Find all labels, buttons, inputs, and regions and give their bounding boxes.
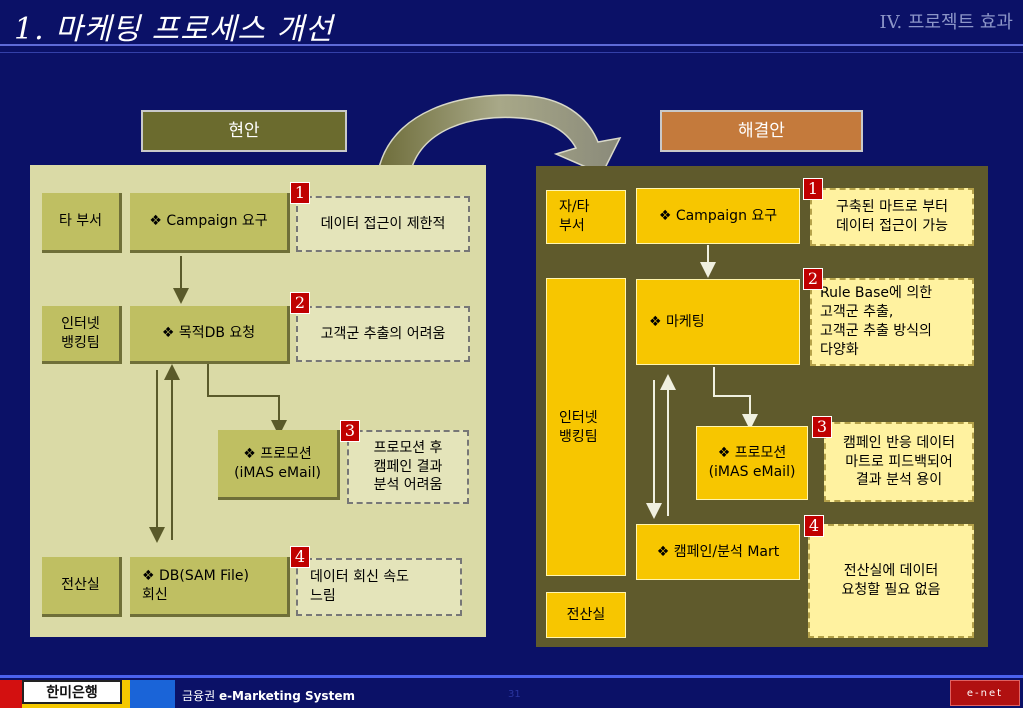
page-number: 31 bbox=[508, 689, 521, 700]
result-rule-based-extraction: Rule Base에 의한 고객군 추출, 고객군 추출 방식의 다양화 bbox=[810, 278, 974, 366]
result-number-badge: 2 bbox=[803, 268, 823, 290]
dept-all: 자/타 부서 bbox=[546, 190, 626, 244]
dept-it: 전산실 bbox=[546, 592, 626, 638]
solution-heading: 해결안 bbox=[660, 110, 863, 152]
task-marketing: ❖ 마케팅 bbox=[636, 279, 800, 365]
issue-number-badge: 1 bbox=[290, 182, 310, 204]
issue-segment-extraction: 고객군 추출의 어려움 bbox=[296, 306, 470, 362]
issue-number-badge: 4 bbox=[290, 546, 310, 568]
task-campaign-request: ❖ Campaign 요구 bbox=[130, 193, 290, 253]
issue-reply-speed: 데이터 회신 속도 느림 bbox=[296, 558, 462, 616]
task-db-reply: ❖ DB(SAM File) 회신 bbox=[130, 557, 290, 617]
bank-logo-text: 한미은행 bbox=[22, 680, 122, 704]
bank-logo: 한미은행 bbox=[0, 678, 175, 708]
footer-label-prefix: 금융권 bbox=[182, 689, 219, 703]
issue-data-access: 데이터 접근이 제한적 bbox=[296, 196, 470, 252]
issue-campaign-analysis: 프로모션 후 캠페인 결과 분석 어려움 bbox=[347, 430, 469, 504]
result-number-badge: 3 bbox=[812, 416, 832, 438]
header-divider-thin bbox=[0, 52, 1023, 53]
result-feedback-analysis: 캠페인 반응 데이터 마트로 피드백되어 결과 분석 용이 bbox=[824, 422, 974, 502]
footer-label-bold: e-Marketing System bbox=[218, 689, 355, 703]
section-label: IV. 프로젝트 효과 bbox=[879, 12, 1014, 33]
footer-system-label: 금융권 e-Marketing System bbox=[182, 687, 355, 704]
transition-arrow-icon bbox=[377, 94, 622, 175]
dept-other: 타 부서 bbox=[42, 193, 122, 253]
dept-internet-banking: 인터넷 뱅킹팀 bbox=[42, 306, 122, 364]
task-target-db-request: ❖ 목적DB 요청 bbox=[130, 306, 290, 364]
result-no-it-request: 전산실에 데이터 요청할 필요 없음 bbox=[808, 524, 974, 638]
task-campaign-mart: ❖ 캠페인/분석 Mart bbox=[636, 524, 800, 580]
header-divider bbox=[0, 44, 1023, 46]
result-number-badge: 1 bbox=[803, 178, 823, 200]
dept-it: 전산실 bbox=[42, 557, 122, 617]
issue-number-badge: 2 bbox=[290, 292, 310, 314]
footer-divider bbox=[0, 675, 1023, 678]
current-state-heading: 현안 bbox=[141, 110, 347, 152]
result-number-badge: 4 bbox=[804, 515, 824, 537]
company-logo: e-net bbox=[950, 680, 1020, 706]
task-promotion: ❖ 프로모션 (iMAS eMail) bbox=[218, 430, 340, 500]
task-campaign-request: ❖ Campaign 요구 bbox=[636, 188, 800, 244]
dept-internet-banking: 인터넷 뱅킹팀 bbox=[546, 278, 626, 576]
page-title: 1. 마케팅 프로세스 개선 bbox=[14, 12, 334, 47]
task-promotion: ❖ 프로모션 (iMAS eMail) bbox=[696, 426, 808, 500]
result-data-access: 구축된 마트로 부터 데이터 접근이 가능 bbox=[810, 188, 974, 246]
issue-number-badge: 3 bbox=[340, 420, 360, 442]
